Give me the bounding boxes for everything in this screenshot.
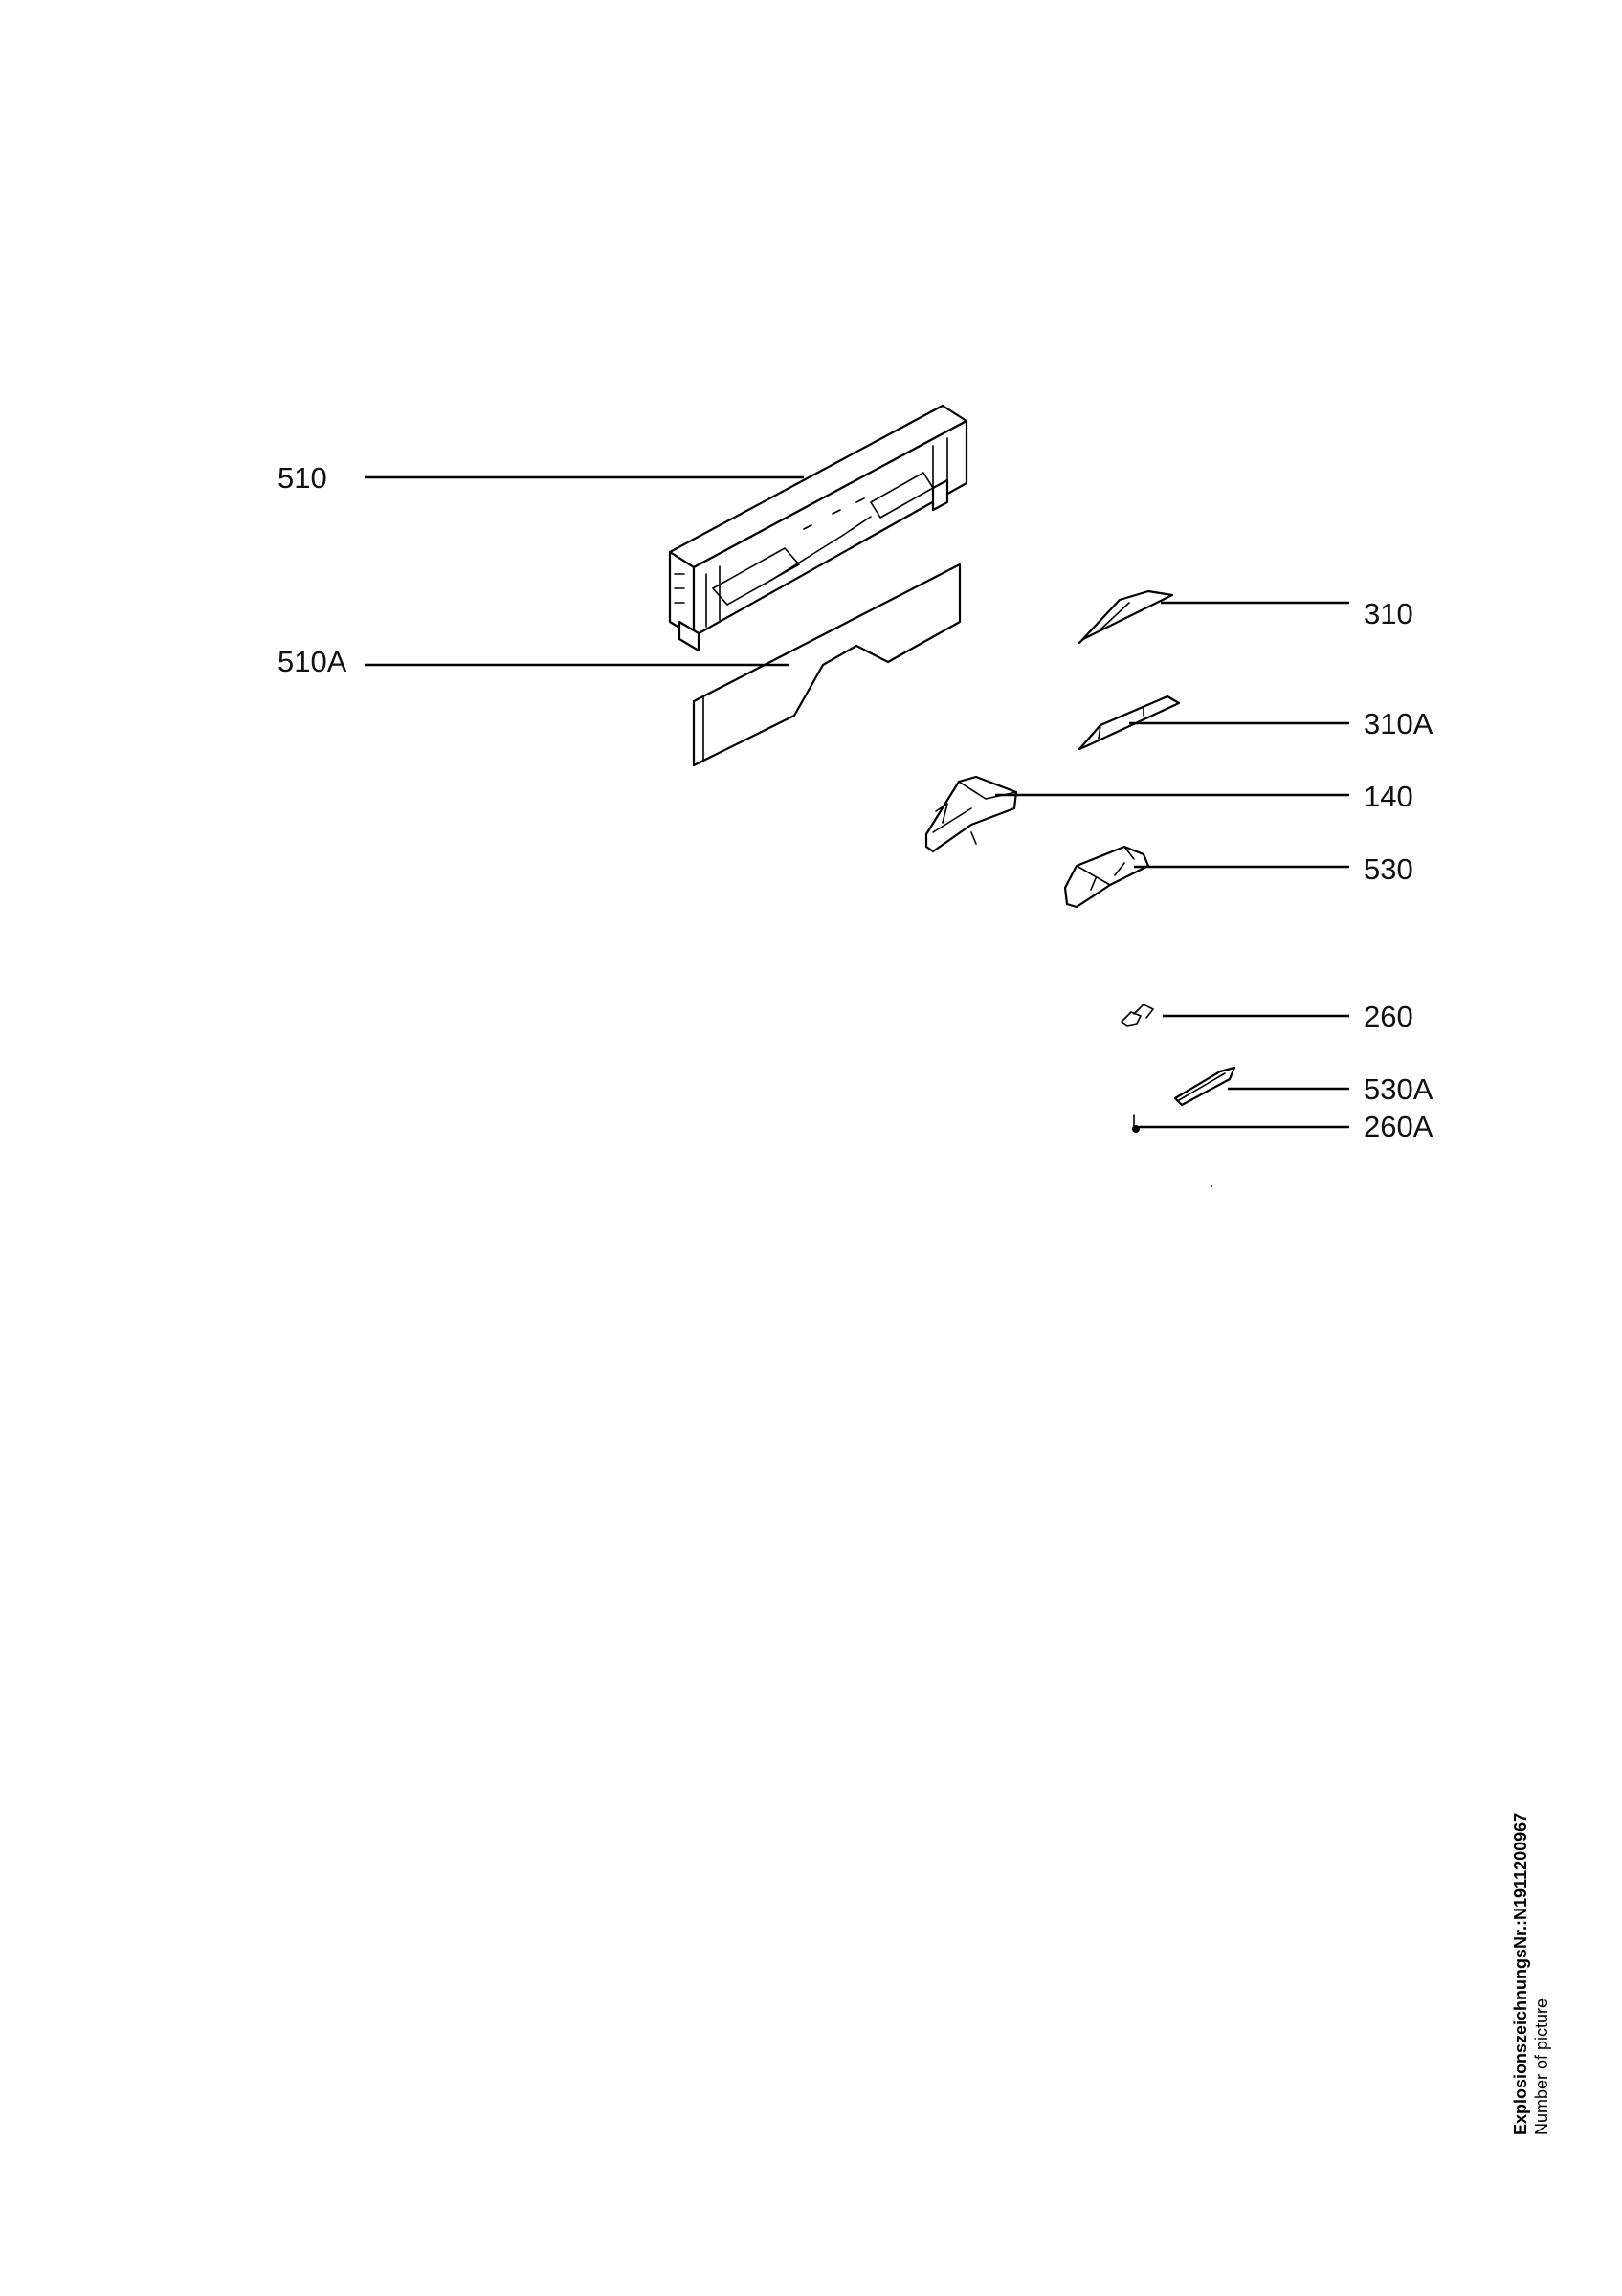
part-260-clip: [1121, 1004, 1154, 1027]
callout-260: 260: [1364, 1000, 1413, 1033]
drawing-number-block: ExplosionszeichnungsNr.:N1911200967 Numb…: [1510, 1812, 1622, 2135]
speck: [1210, 1184, 1213, 1188]
drawing-number: ExplosionszeichnungsNr.:N1911200967: [1511, 1812, 1530, 2135]
part-310-trim: [1078, 589, 1174, 645]
part-510A-fascia: [692, 563, 962, 767]
callout-530: 530: [1364, 852, 1413, 886]
part-530-holder: [1063, 845, 1150, 909]
part-260A-screw: [1132, 1114, 1140, 1133]
callout-310: 310: [1364, 597, 1413, 630]
callout-510A: 510A: [278, 645, 347, 678]
callout-260A: 260A: [1364, 1110, 1433, 1143]
part-510-panel-frame: [668, 404, 968, 652]
callout-530A: 530A: [1364, 1072, 1433, 1106]
picture-caption: Number of picture: [1532, 1998, 1551, 2135]
part-140-bracket: [924, 775, 1018, 853]
callout-310A: 310A: [1364, 707, 1433, 740]
callout-510: 510: [278, 461, 327, 495]
callout-140: 140: [1364, 780, 1413, 813]
part-530A-slider: [1173, 1066, 1236, 1107]
